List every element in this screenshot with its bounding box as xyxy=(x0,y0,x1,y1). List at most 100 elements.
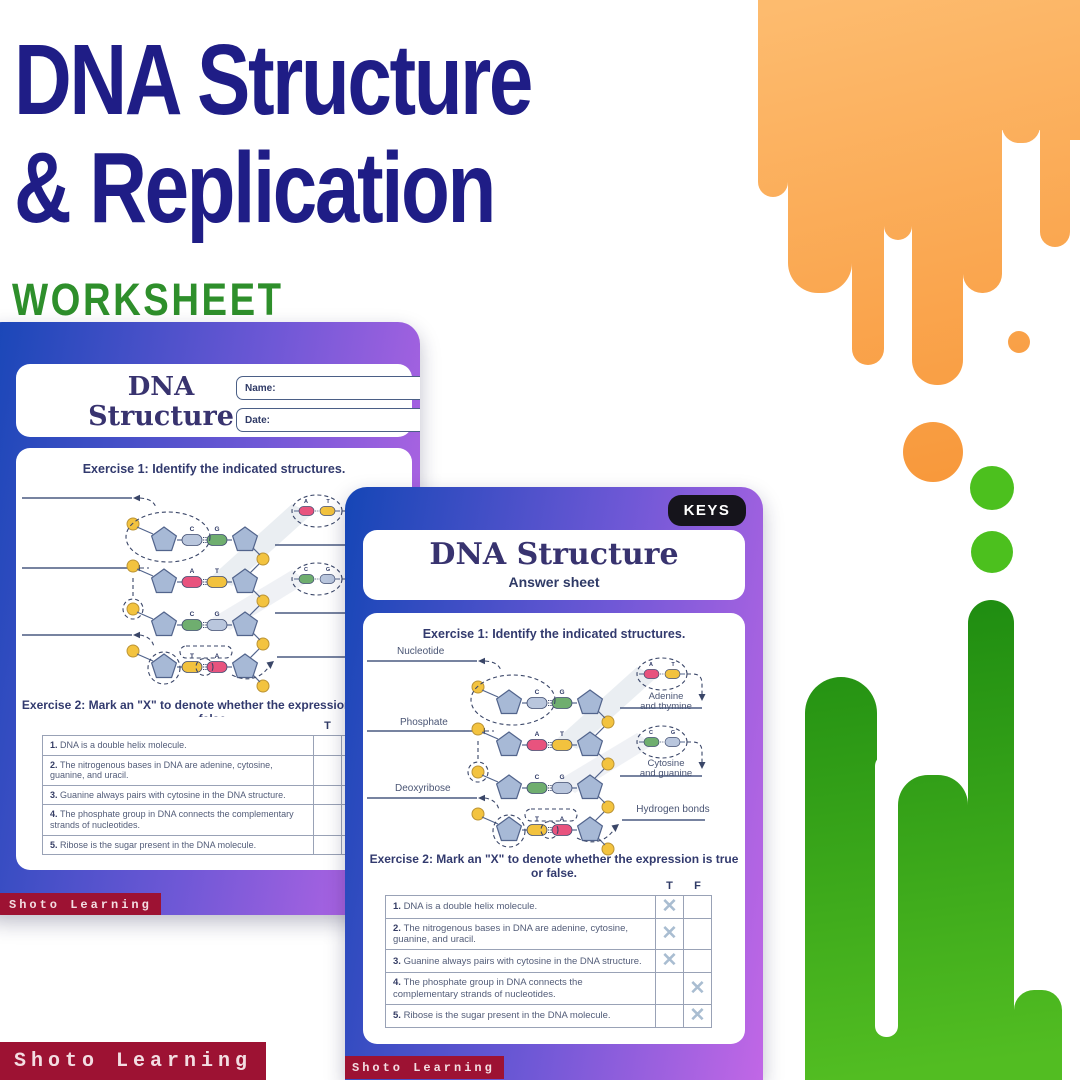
x-mark: ✕ xyxy=(661,896,678,917)
statement-cell: 4. The phosphate group in DNA connects t… xyxy=(385,972,656,1005)
table-row: 1. DNA is a double helix molecule.✕ xyxy=(385,895,712,919)
statement-cell: 5. Ribose is the sugar present in the DN… xyxy=(385,1003,656,1028)
tf-header-spacer xyxy=(386,877,656,896)
diagram-label-phosphate: Phosphate xyxy=(400,717,448,728)
answer-sheet-label: Answer sheet xyxy=(508,574,600,590)
diagram-label-nucleotide: Nucleotide xyxy=(397,646,445,657)
orange-paint-drip-icon xyxy=(758,0,1080,482)
false-cell[interactable] xyxy=(683,895,712,919)
label-line: and guanine xyxy=(639,767,693,779)
base-letter: C xyxy=(649,730,653,736)
tf-header-spacer xyxy=(43,717,314,736)
page-title-line1: DNA xyxy=(127,372,195,402)
false-cell[interactable] xyxy=(683,949,712,974)
brand-label: Shoto Learning xyxy=(9,897,152,912)
true-cell[interactable] xyxy=(313,735,342,756)
table-row: 2. The nitrogenous bases in DNA are aden… xyxy=(385,917,712,951)
statement-cell: 1. DNA is a double helix molecule. xyxy=(385,895,656,919)
exercise2-heading: Exercise 2: Mark an "X" to denote whethe… xyxy=(369,852,739,880)
label-line: Adenine xyxy=(648,691,684,702)
base-letter: C xyxy=(535,689,540,696)
base-letter: G xyxy=(214,526,219,533)
true-column-header: T xyxy=(666,880,673,892)
x-mark: ✕ xyxy=(661,923,678,945)
true-column-header: T xyxy=(324,720,331,732)
base-letter: A xyxy=(535,731,540,738)
keys-badge: KEYS xyxy=(668,495,746,526)
true-cell[interactable]: ✕ xyxy=(655,917,684,951)
table-row: 5. Ribose is the sugar present in the DN… xyxy=(385,1003,712,1028)
base-letter: T xyxy=(560,731,564,738)
x-mark: ✕ xyxy=(661,950,678,972)
table-row: 5. Ribose is the sugar present in the DN… xyxy=(42,834,370,856)
shoto-learning-badge: Shoto Learning xyxy=(0,1042,267,1080)
true-cell[interactable] xyxy=(313,754,342,786)
true-cell[interactable] xyxy=(313,784,342,806)
label-line: and thymine xyxy=(640,700,692,712)
shoto-learning-badge: Shoto Learning xyxy=(0,893,161,915)
base-letter: C xyxy=(535,774,540,781)
statement-cell: 3. Guanine always pairs with cytosine in… xyxy=(42,784,314,806)
table-row: 3. Guanine always pairs with cytosine in… xyxy=(385,949,712,974)
true-cell[interactable] xyxy=(655,1003,684,1028)
tf-header-row: TF xyxy=(43,717,370,736)
base-letter: T xyxy=(671,662,675,668)
false-cell[interactable] xyxy=(683,917,712,951)
table-row: 1. DNA is a double helix molecule. xyxy=(42,735,370,756)
true-cell[interactable] xyxy=(313,834,342,856)
tf-table: TF1. DNA is a double helix molecule.2. T… xyxy=(42,717,370,856)
green-paint-drip-icon xyxy=(805,466,1062,1080)
base-letter: A xyxy=(190,568,195,575)
exercise1-heading: Exercise 1: Identify the indicated struc… xyxy=(422,627,686,641)
name-field[interactable]: Name: xyxy=(236,376,420,400)
base-letter: G xyxy=(214,611,219,618)
true-cell[interactable] xyxy=(313,804,342,836)
statement-cell: 2. The nitrogenous bases in DNA are aden… xyxy=(42,754,314,786)
base-letter: G xyxy=(559,774,564,781)
page-title: DNA Structure xyxy=(429,537,679,572)
header-card: DNA Structure Name: Date: xyxy=(16,364,420,437)
table-row: 2. The nitrogenous bases in DNA are aden… xyxy=(42,754,370,786)
base-letter: A xyxy=(215,653,220,660)
label-line: Cytosine xyxy=(647,758,685,769)
shoto-learning-badge: Shoto Learning xyxy=(345,1056,504,1079)
brand-label: Shoto Learning xyxy=(14,1049,253,1073)
false-cell[interactable]: ✕ xyxy=(683,1003,712,1028)
diagram-label-deoxyribose: Deoxyribose xyxy=(395,783,451,794)
false-cell[interactable]: ✕ xyxy=(683,972,712,1005)
true-cell[interactable]: ✕ xyxy=(655,949,684,974)
true-cell[interactable] xyxy=(655,972,684,1005)
date-field[interactable]: Date: xyxy=(236,408,420,432)
base-letter: A xyxy=(649,662,653,668)
statement-cell: 3. Guanine always pairs with cytosine in… xyxy=(385,949,656,974)
dna-diagram: C G A T C G T A xyxy=(20,482,365,694)
base-letter: T xyxy=(326,499,330,505)
false-column-header: F xyxy=(694,880,701,892)
date-label: Date: xyxy=(245,414,271,426)
exercise1-heading: Exercise 1: Identify the indicated struc… xyxy=(82,462,346,476)
diagram-label-hydrogen-bonds: Hydrogen bonds xyxy=(636,804,710,815)
table-row: 4. The phosphate group in DNA connects t… xyxy=(42,804,370,836)
table-row: 4. The phosphate group in DNA connects t… xyxy=(385,972,712,1005)
x-mark: ✕ xyxy=(689,1004,706,1026)
base-letter: G xyxy=(671,730,675,736)
header-card: DNA Structure Answer sheet xyxy=(363,530,745,600)
statement-cell: 4. The phosphate group in DNA connects t… xyxy=(42,804,314,836)
worksheet-page-answers: KEYS DNA Structure Answer sheet Exercise… xyxy=(345,487,763,1080)
base-letter: A xyxy=(560,816,565,823)
table-row: 3. Guanine always pairs with cytosine in… xyxy=(42,784,370,806)
brand-label: Shoto Learning xyxy=(352,1060,495,1075)
base-letter: T xyxy=(215,568,219,575)
dna-diagram: C G A T C G T A xyxy=(365,645,710,857)
page-title-line2: Structure xyxy=(88,401,234,432)
base-letter: G xyxy=(326,567,330,573)
statement-cell: 2. The nitrogenous bases in DNA are aden… xyxy=(385,917,656,951)
cover-title-line1: DNA Structure xyxy=(14,24,533,136)
diagram-label-cytosine-guanine: Cytosine and guanine xyxy=(620,759,712,779)
base-letter: C xyxy=(190,526,195,533)
base-letter: C xyxy=(304,567,308,573)
true-cell[interactable]: ✕ xyxy=(655,895,684,919)
